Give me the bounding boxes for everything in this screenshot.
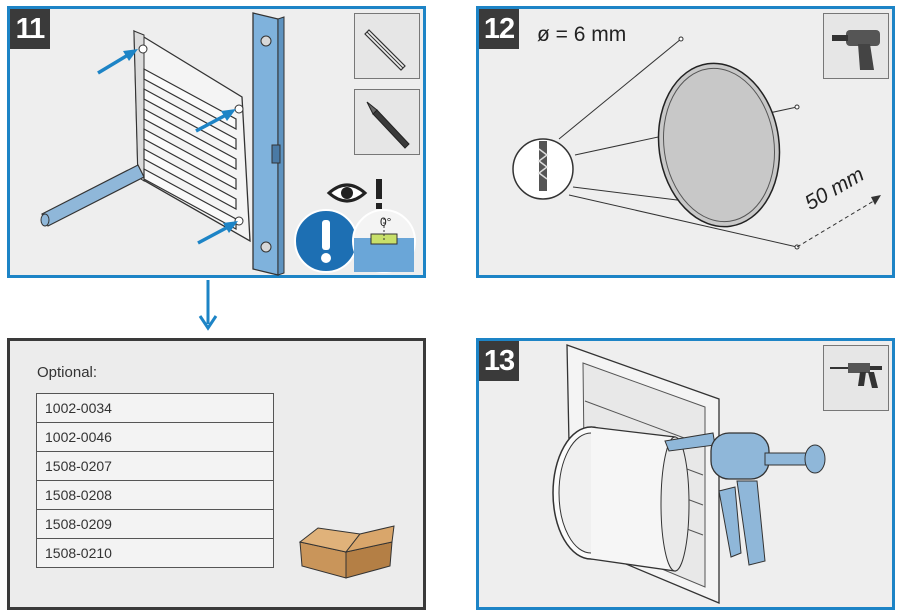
- exclamation-mark-icon: [376, 179, 382, 209]
- list-item: 1002-0034: [36, 393, 274, 423]
- list-item: 1508-0209: [36, 509, 274, 539]
- panel-step-11: 11: [7, 6, 426, 278]
- spirit-level-icon: [352, 209, 416, 273]
- flow-arrow: [198, 280, 218, 331]
- drill-tool-box: [823, 13, 889, 79]
- list-item: 1508-0207: [36, 451, 274, 481]
- part-number: 1002-0046: [36, 422, 274, 452]
- sealant-application-illustration: [552, 344, 826, 604]
- cardboard-box-icon: [298, 525, 395, 579]
- part-number: 1002-0034: [36, 393, 274, 423]
- panel-step-12: 12 ø = 6 mm 50 mm: [476, 6, 895, 278]
- part-number: 1508-0208: [36, 480, 274, 510]
- marker-tool-box: [354, 89, 420, 155]
- level-angle-label: 0°: [380, 215, 392, 229]
- step-number-12: 12: [479, 9, 519, 49]
- pencil-tool-box: [354, 13, 420, 79]
- caulking-gun-icon: [830, 363, 882, 388]
- part-number: 1508-0209: [36, 509, 274, 539]
- step-number-11: 11: [10, 9, 50, 49]
- drill-hole-illustration: [512, 36, 881, 250]
- eye-icon: [326, 183, 368, 203]
- caulking-gun-tool-box: [823, 345, 889, 411]
- drill-icon: [832, 30, 880, 70]
- step-number-13: 13: [479, 341, 519, 381]
- part-number: 1508-0210: [36, 538, 274, 568]
- marker-icon: [366, 101, 410, 149]
- list-item: 1508-0208: [36, 480, 274, 510]
- drill-diameter-label: ø = 6 mm: [537, 23, 627, 46]
- panel-step-13: 13: [476, 338, 895, 610]
- pencil-icon: [364, 29, 406, 71]
- vent-grille-illustration: [40, 12, 285, 276]
- optional-label: Optional:: [37, 364, 98, 381]
- list-item: 1002-0046: [36, 422, 274, 452]
- part-number: 1508-0207: [36, 451, 274, 481]
- warning-icon: [294, 209, 358, 273]
- parts-list: 1002-0034 1002-0046 1508-0207 1508-0208 …: [36, 393, 274, 568]
- list-item: 1508-0210: [36, 538, 274, 568]
